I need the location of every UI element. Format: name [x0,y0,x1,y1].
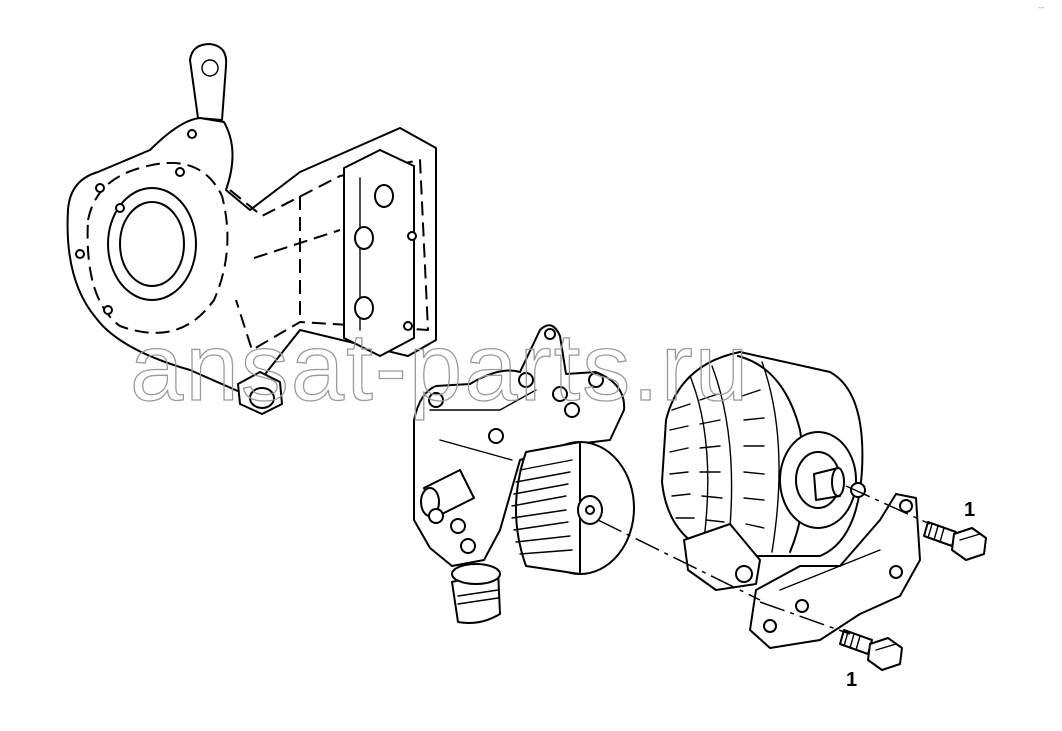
water-pump [413,324,635,624]
upper-bolt [923,521,987,561]
timing-housing [66,43,437,415]
watermark-text: ansat-parts.ru [130,314,750,421]
corner-mark: -- [1038,3,1045,13]
alternator [661,351,866,591]
alternator-bracket [749,493,921,649]
callout-label-lower: 1 [846,669,857,691]
assembly-lines [597,485,931,635]
callout-label-upper: 1 [964,499,975,521]
lower-bolt [839,629,903,671]
